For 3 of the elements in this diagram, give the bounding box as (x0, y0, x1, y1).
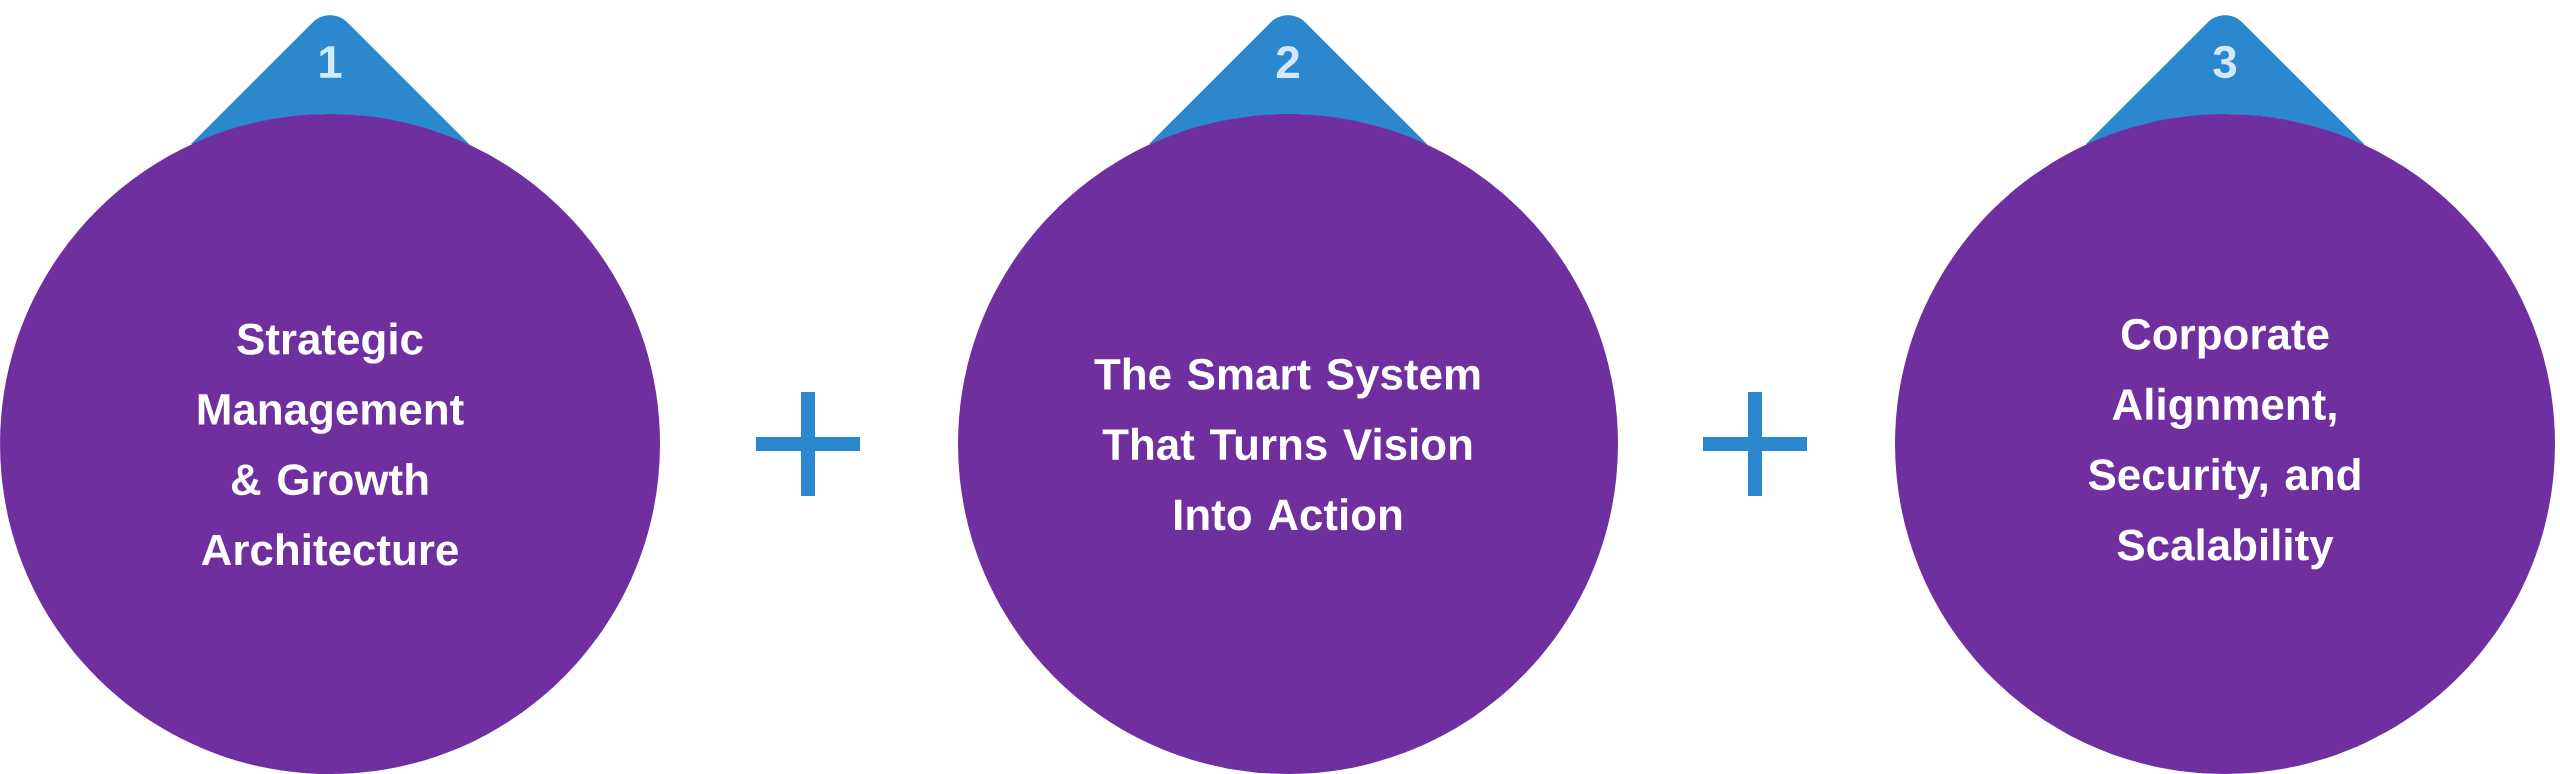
number-badge: 3 (2086, 15, 2364, 146)
number-badge: 1 (191, 15, 469, 146)
number-badge: 2 (1149, 15, 1427, 146)
